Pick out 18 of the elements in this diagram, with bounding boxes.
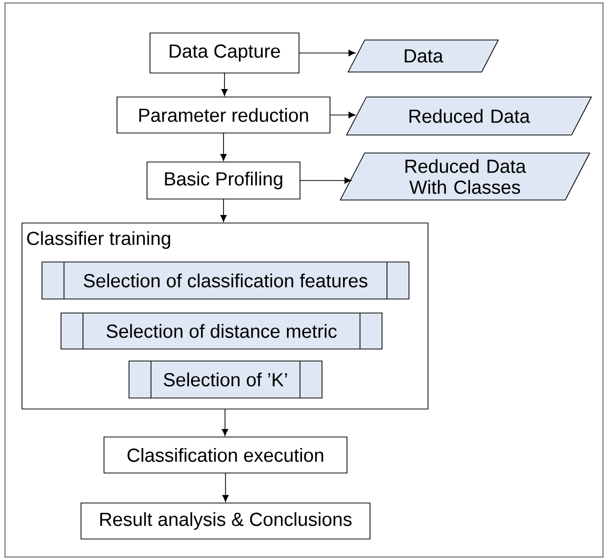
arrow xyxy=(220,198,227,222)
arrow xyxy=(298,50,356,56)
arrow xyxy=(222,472,229,502)
process-box: Parameter reduction xyxy=(116,96,330,134)
arrow xyxy=(222,408,228,436)
subprocess-box: Selection of ’K’ xyxy=(128,360,322,398)
subprocess-box: Selection of classification features xyxy=(42,262,410,300)
arrow xyxy=(300,177,352,184)
process-box: Basic Profiling xyxy=(146,162,300,200)
subprocess-box: Selection of distance metric xyxy=(60,312,382,350)
arrow xyxy=(221,72,228,96)
data-parallelogram: Data xyxy=(348,40,499,72)
process-box: Classification execution xyxy=(104,436,348,474)
arrow xyxy=(330,112,356,118)
process-box: Result analysis & Conclusions xyxy=(80,502,370,540)
arrow xyxy=(220,132,227,161)
data-parallelogram: Reduced Data With Classes xyxy=(340,152,590,200)
process-box: Data Capture xyxy=(150,32,300,74)
